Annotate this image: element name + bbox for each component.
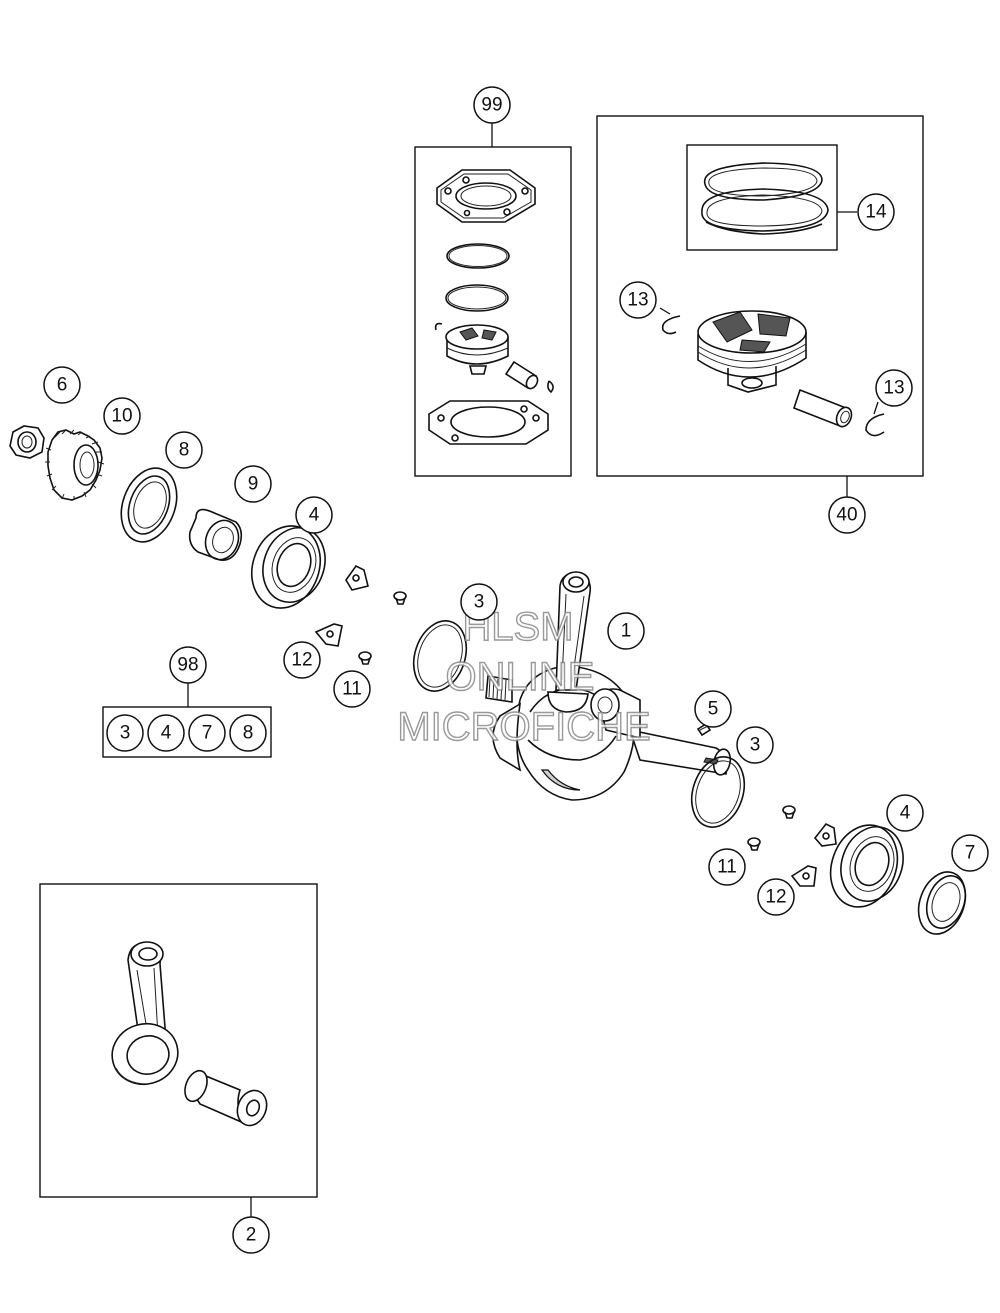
svg-text:4: 4 — [161, 723, 172, 744]
callout-40: 40 — [828, 496, 866, 534]
shaft-seal-right — [917, 871, 967, 935]
screw-left-lower — [358, 651, 372, 665]
crankshaft — [485, 571, 732, 801]
callout-2: 2 — [232, 1216, 270, 1254]
gear-part — [45, 429, 105, 501]
balance-weight-right-upper — [813, 822, 837, 847]
shim-ring-left — [412, 620, 468, 692]
svg-text:8: 8 — [179, 440, 190, 461]
watermark-line-2: ONLINE — [446, 655, 595, 699]
leader-lines — [659, 307, 879, 415]
callout-9: 9 — [234, 465, 272, 503]
svg-text:40: 40 — [836, 505, 857, 526]
callout-5: 5 — [694, 690, 732, 728]
svg-text:8: 8 — [243, 723, 254, 744]
callout-13-right: 13 — [875, 369, 913, 407]
shaft-seal-left — [120, 467, 178, 543]
svg-text:4: 4 — [309, 505, 320, 526]
kit-98-callout-1: 4 — [147, 714, 185, 752]
ring-large — [446, 243, 510, 269]
svg-text:7: 7 — [965, 843, 976, 864]
svg-text:3: 3 — [474, 592, 485, 613]
circlip-large-right — [865, 413, 885, 437]
svg-text:7: 7 — [202, 723, 213, 744]
ring-small — [445, 284, 509, 312]
connecting-rod-group — [39, 883, 318, 1217]
crank-pin — [184, 1069, 268, 1127]
piston-kit-frame — [596, 115, 924, 477]
balance-weight-left-upper — [345, 564, 369, 591]
callout-11-right: 11 — [708, 848, 746, 886]
spacer-bushing — [188, 508, 243, 561]
callout-3-left: 3 — [460, 583, 498, 621]
svg-text:9: 9 — [248, 474, 259, 495]
screw-left-upper — [393, 591, 407, 605]
screw-right-upper — [782, 805, 796, 819]
svg-text:12: 12 — [765, 887, 786, 908]
callout-14: 14 — [857, 193, 895, 231]
circlip-large-left — [661, 315, 681, 335]
circlip-small-right — [547, 380, 554, 394]
piston-small — [445, 324, 509, 375]
callout-10: 10 — [103, 397, 141, 435]
svg-text:13: 13 — [627, 290, 648, 311]
callout-8: 8 — [165, 431, 203, 469]
svg-text:11: 11 — [717, 857, 737, 878]
callout-4-right: 4 — [886, 794, 924, 832]
callout-99: 99 — [473, 86, 511, 124]
kit-98-callout-3: 8 — [229, 714, 267, 752]
svg-text:14: 14 — [865, 202, 887, 223]
shim-ring-right — [690, 756, 746, 828]
callout-6: 6 — [43, 366, 81, 404]
callout-13-left: 13 — [619, 281, 657, 319]
watermark-line-3: MICROFICHE — [397, 705, 650, 749]
svg-text:3: 3 — [120, 723, 131, 744]
piston-assembly-group — [596, 115, 924, 497]
svg-text:4: 4 — [900, 803, 911, 824]
svg-text:11: 11 — [342, 679, 362, 700]
connecting-rod-frame — [39, 883, 318, 1198]
svg-text:1: 1 — [621, 621, 632, 642]
svg-text:99: 99 — [481, 95, 502, 116]
piston-ring-set — [701, 162, 829, 235]
gasket-kit-frame — [414, 146, 572, 477]
callout-12-left: 12 — [283, 641, 321, 679]
svg-text:13: 13 — [883, 378, 904, 399]
gasket-kit-group — [414, 123, 572, 477]
balance-weight-right-lower — [790, 865, 817, 887]
bearing-left — [251, 525, 326, 609]
piston-ring-frame — [686, 144, 838, 251]
piston-pin-large — [793, 388, 853, 428]
nut-part — [9, 425, 45, 459]
svg-text:2: 2 — [246, 1225, 257, 1246]
watermark: HLSM ONLINE MICROFICHE — [397, 604, 652, 749]
callout-11-left: 11 — [333, 670, 371, 708]
callout-1: 1 — [607, 612, 645, 650]
balance-weight-left-lower — [314, 623, 343, 647]
kit-98-group: 3 4 7 8 — [102, 683, 272, 758]
callout-12-right: 12 — [757, 878, 795, 916]
svg-text:6: 6 — [57, 375, 68, 396]
callout-4-left: 4 — [295, 496, 333, 534]
bearing-right — [829, 824, 904, 908]
piston-pin-small — [504, 360, 539, 390]
connecting-rod — [111, 941, 179, 1086]
kit-98-callout-2: 7 — [188, 714, 226, 752]
svg-text:5: 5 — [708, 699, 719, 720]
head-gasket — [436, 169, 536, 223]
svg-text:10: 10 — [111, 406, 132, 427]
svg-text:3: 3 — [750, 735, 761, 756]
callout-3-right: 3 — [736, 726, 774, 764]
screw-right-lower — [747, 837, 761, 851]
circlip-small-left — [434, 322, 443, 331]
callout-98: 98 — [169, 646, 207, 684]
svg-text:98: 98 — [177, 655, 198, 676]
piston-large — [697, 310, 807, 393]
svg-text:12: 12 — [291, 650, 312, 671]
base-gasket — [428, 400, 549, 445]
callout-7: 7 — [951, 834, 989, 872]
kit-98-frame — [102, 706, 272, 758]
kit-98-callout-0: 3 — [106, 714, 144, 752]
